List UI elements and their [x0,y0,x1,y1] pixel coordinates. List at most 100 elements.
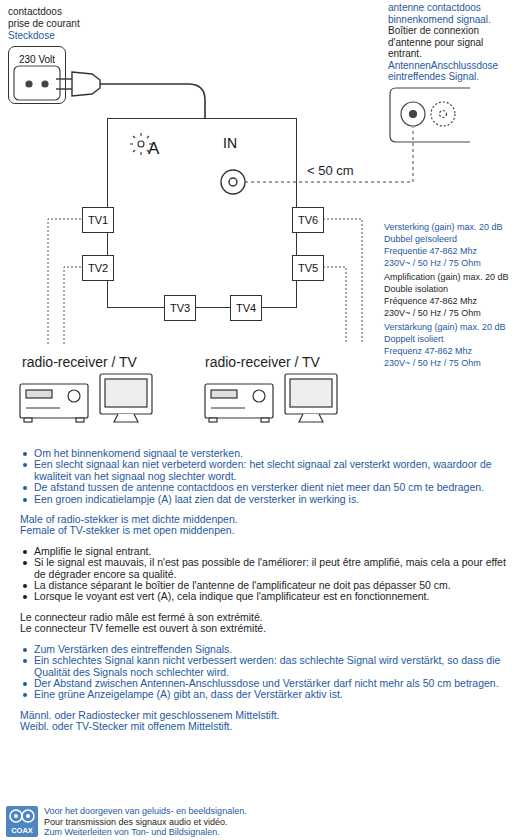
receiver-tv-left [114,414,138,422]
bullet-dot [23,648,27,652]
label-text: Fréquence 47-862 Mhz [384,296,477,306]
node-text: A [148,139,159,159]
indicator-lamp-sun [140,133,141,136]
receiver-tv-left [26,407,60,408]
power-plug [56,78,72,79]
receiver-tv-left [100,374,152,414]
node-text: COAX [11,826,33,835]
label-text: contactdoos [8,6,62,18]
tv-leader-lines [323,219,362,344]
logo-ring [26,814,30,818]
receiver-tv-left [68,390,80,402]
label-text: Verstärkung (gain) max. 20 dB [384,322,506,332]
receiver-tv-right [205,384,273,418]
bullet-dot [23,498,27,502]
label-text: 230V~ / 50 Hz / 75 Ohm [384,308,481,318]
wall-socket-drawing [26,81,32,87]
receiver-tv-right [211,407,245,408]
note-text: Zum Weiterleiten von Ton- und Bildsignal… [44,827,514,838]
note-text: Le connecteur TV femelle est ouvert à so… [20,623,512,634]
receiver-tv-left [76,418,84,422]
label-text: prise de courant [8,18,80,30]
tv-leader-lines [323,267,346,344]
logo-ring [22,810,34,822]
bullet-text: Ein schlechtes Signal kann nicht verbess… [20,655,512,678]
bullet-dot [23,693,27,697]
receiver-tv-right [285,374,337,414]
receiver-tv-right [211,390,237,398]
receiver-tv-right [299,414,323,422]
node-text: IN [223,135,237,151]
bullet-dot [23,486,27,490]
bullet-dot [23,452,27,456]
antenna-socket [390,88,470,142]
indicator-lamp-sun [133,150,135,152]
note-text: Female of TV-stekker is met open middenp… [20,525,512,536]
port-box: TV5 [292,255,324,281]
bullet-text: La distance séparant le boîtier de l'ant… [20,580,512,591]
indicator-lamp-sun [130,143,133,144]
logo-ring [14,814,18,818]
note-text: Male of radio-stekker is met dichte midd… [20,514,512,525]
label-text: Frequenz 47-862 Mhz [384,346,472,356]
bullet-dot [23,682,27,686]
receiver-tv-left [26,390,52,398]
node-text: TV2 [88,262,108,274]
bullet-text: Eine grüne Anzeigelampe (A) gibt an, das… [20,689,512,700]
label-text: Doppelt isoliert [384,334,444,344]
coax-logo: COAX [6,806,38,837]
in-connector [221,170,245,194]
label-text: AntennenAnschlussdose [388,60,498,72]
power-plug [72,72,100,96]
node-text: TV6 [298,214,318,226]
antenna-socket [440,111,447,118]
indicator-lamp-sun [147,136,149,138]
label-text: Boîtier de connexion [388,25,479,37]
bullet-dot [23,561,27,565]
port-box: TV6 [292,207,324,233]
node-text: TV4 [236,302,256,314]
in-connector [229,178,237,186]
logo-ring [10,810,22,822]
port-box: TV3 [164,295,196,321]
indicator-lamp-sun [140,152,141,155]
bullet-text: Amplifie le signal entrant. [20,546,512,557]
antenna-socket [390,88,470,142]
in-connector [221,170,245,194]
amplifier-box: AINTV1TV6TV2TV5TV3TV4 [107,118,297,308]
label-text: entrant. [388,48,422,60]
label-text: Versterking (gain) max. 20 dB [384,222,503,232]
note-text: Voor het doorgeven van geluids- en beeld… [44,806,514,817]
distance-line [245,127,413,182]
indicator-lamp-sun [133,136,135,138]
footer-text: Voor het doorgeven van geluids- en beeld… [44,806,514,838]
power-plug [56,88,72,89]
wall-socket-drawing [14,66,60,100]
label-text: Frequentie 47-862 Mhz [384,246,477,256]
bullet-dot [23,659,27,663]
distance-line [245,127,413,182]
note-text: Pour transmission des signaux audio et v… [44,817,514,828]
bullet-text: Een slecht signaal kan niet verbeterd wo… [20,459,512,482]
tv-leader-lines [48,219,81,344]
tv-leader-lines [64,267,81,344]
label-text: Dubbel geïsoleerd [384,234,457,244]
bullet-text: Si le signal est mauvais, il n'est pas p… [20,557,512,580]
bullet-dot [23,584,27,588]
receiver-tv-right [253,390,265,402]
antenna-socket [410,111,417,118]
tv-leader-lines [48,219,362,344]
label-text: antenne contactdoos [388,2,481,14]
node-text: TV1 [88,214,108,226]
indicator-lamp-sun [138,141,144,147]
receiver-tv-left [105,379,147,407]
port-box: TV2 [82,255,114,281]
label-text: radio-receiver / TV [22,354,137,370]
antenna-socket [431,102,455,126]
bullet-text: Om het binnenkomend signaal te versterke… [20,448,512,459]
label-text: 230V~ / 50 Hz / 75 Ohm [384,358,481,368]
label-text: Steckdose [8,30,55,42]
node-text: TV3 [170,302,190,314]
label-text: Amplification (gain) max. 20 dB [384,272,509,282]
